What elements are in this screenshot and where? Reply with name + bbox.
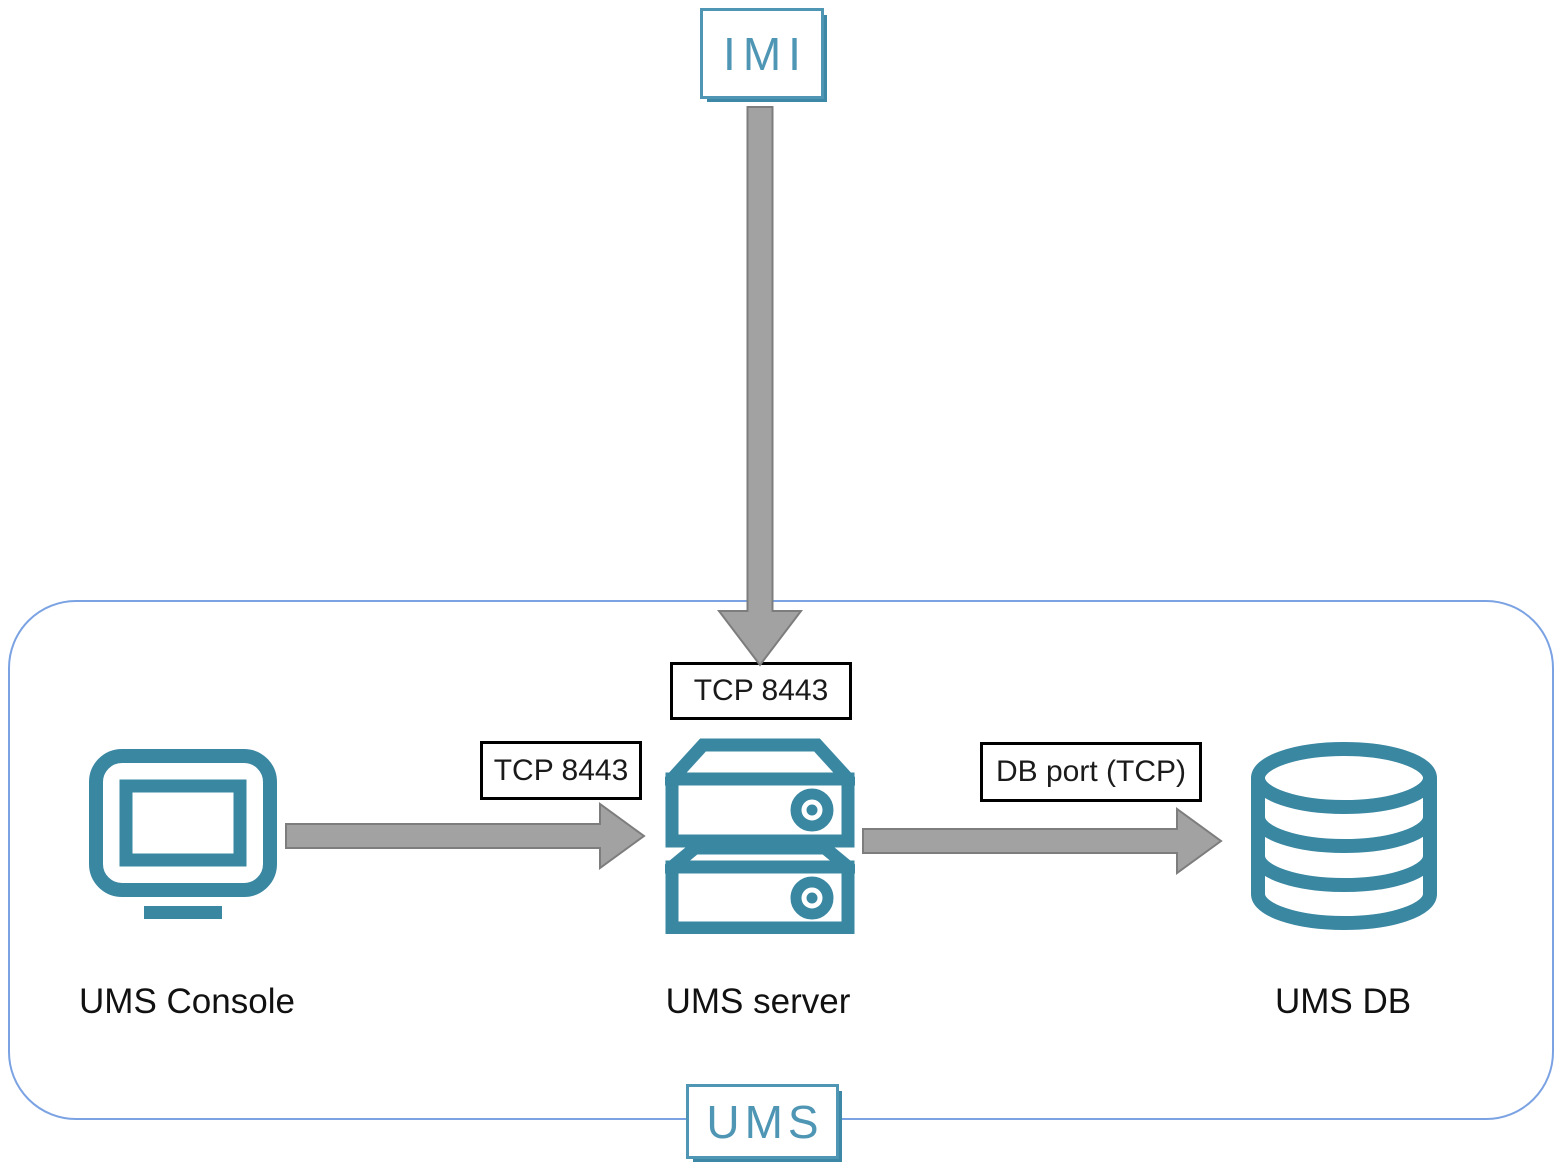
node-label-ums-console: UMS Console [79, 982, 295, 1021]
arrow-server-to-db [862, 807, 1223, 875]
server-icon [665, 738, 855, 934]
port-label-tcp8443-top: TCP 8443 [670, 662, 852, 720]
database-icon [1251, 742, 1437, 930]
port-label-tcp8443-left: TCP 8443 [480, 741, 642, 800]
port-label-db-port: DB port (TCP) [980, 742, 1202, 802]
arrow-console-to-server [285, 802, 646, 870]
down-arrow-icon [716, 106, 804, 667]
node-label-ums-server: UMS server [665, 982, 851, 1021]
imi-label: IMI [723, 27, 808, 80]
imi-node: IMI [700, 8, 824, 99]
right-arrow-icon [285, 802, 646, 870]
node-label-ums-db: UMS DB [1274, 982, 1412, 1021]
monitor-icon [89, 749, 277, 919]
right-arrow-icon [862, 807, 1223, 875]
ums-label: UMS [706, 1095, 824, 1148]
arrow-down-imi-to-server [716, 106, 804, 667]
ums-node: UMS [686, 1084, 839, 1159]
